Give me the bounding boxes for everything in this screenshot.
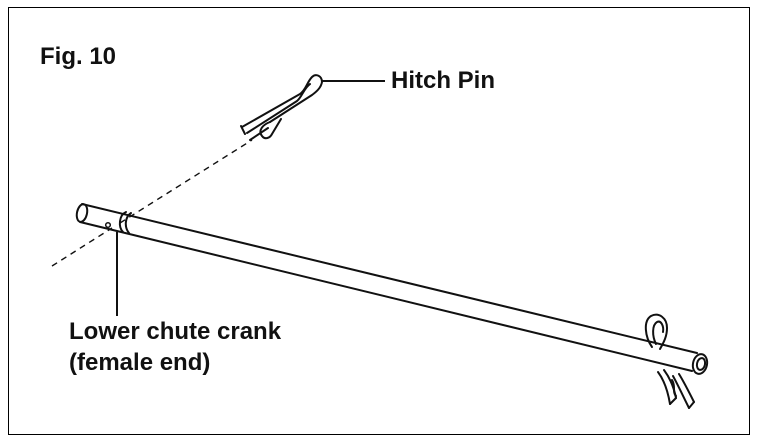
alignment-dashed-line bbox=[51, 139, 253, 267]
crank-label-line2: (female end) bbox=[69, 349, 211, 376]
crank-rod-icon bbox=[75, 203, 709, 375]
hitch-pin-label: Hitch Pin bbox=[391, 67, 496, 94]
crank-label-line1: Lower chute crank bbox=[69, 318, 282, 345]
crank-label: Lower chute crank (female end) bbox=[69, 316, 281, 378]
figure-title: Fig. 10 bbox=[40, 43, 117, 70]
hitch-pin-icon bbox=[240, 74, 323, 141]
installed-hitch-pin-icon bbox=[644, 313, 695, 409]
crank-hole bbox=[104, 221, 112, 229]
figure-frame bbox=[8, 7, 750, 435]
